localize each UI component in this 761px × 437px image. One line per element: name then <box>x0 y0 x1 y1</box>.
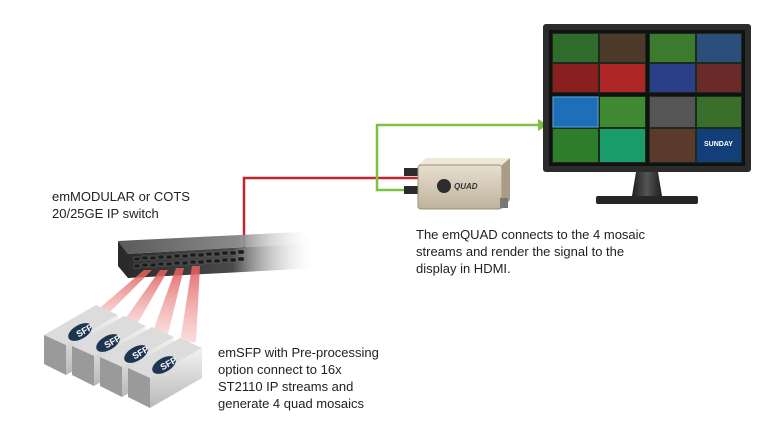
emquad-description: The emQUAD connects to the 4 mosaic stre… <box>416 226 645 277</box>
ip-switch <box>118 232 318 278</box>
monitor: SUNDAY <box>543 24 751 204</box>
emquad-description-line: streams and render the signal to the <box>416 244 625 259</box>
sfp-modules: SFP SFP SFP SFP <box>44 305 202 408</box>
connection-beams <box>88 266 200 342</box>
emquad-device: QUAD <box>404 158 510 210</box>
switch-label-line: 20/25GE IP switch <box>52 206 159 221</box>
emquad-description-line: The emQUAD connects to the 4 mosaic <box>416 227 646 242</box>
emsfp-description: emSFP with Pre-processing option connect… <box>218 344 379 412</box>
switch-label-line: emMODULAR or COTS <box>52 189 190 204</box>
emsfp-description-line: emSFP with Pre-processing <box>218 345 379 360</box>
emsfp-description-line: ST2110 IP streams and <box>218 379 354 394</box>
switch-label: emMODULAR or COTS 20/25GE IP switch <box>52 188 190 222</box>
emquad-brand-text: QUAD <box>454 182 478 191</box>
ip-link-line <box>242 176 420 248</box>
emquad-description-line: display in HDMI. <box>416 261 511 276</box>
emsfp-description-line: option connect to 16x <box>218 362 342 377</box>
mosaic-tile-caption: SUNDAY <box>704 141 733 148</box>
hdmi-link-line <box>375 123 540 192</box>
emsfp-description-line: generate 4 quad mosaics <box>218 396 364 411</box>
sfp-module: SFP <box>128 338 202 408</box>
mosaic-screen: SUNDAY <box>552 33 742 163</box>
switch-ports <box>133 249 245 269</box>
